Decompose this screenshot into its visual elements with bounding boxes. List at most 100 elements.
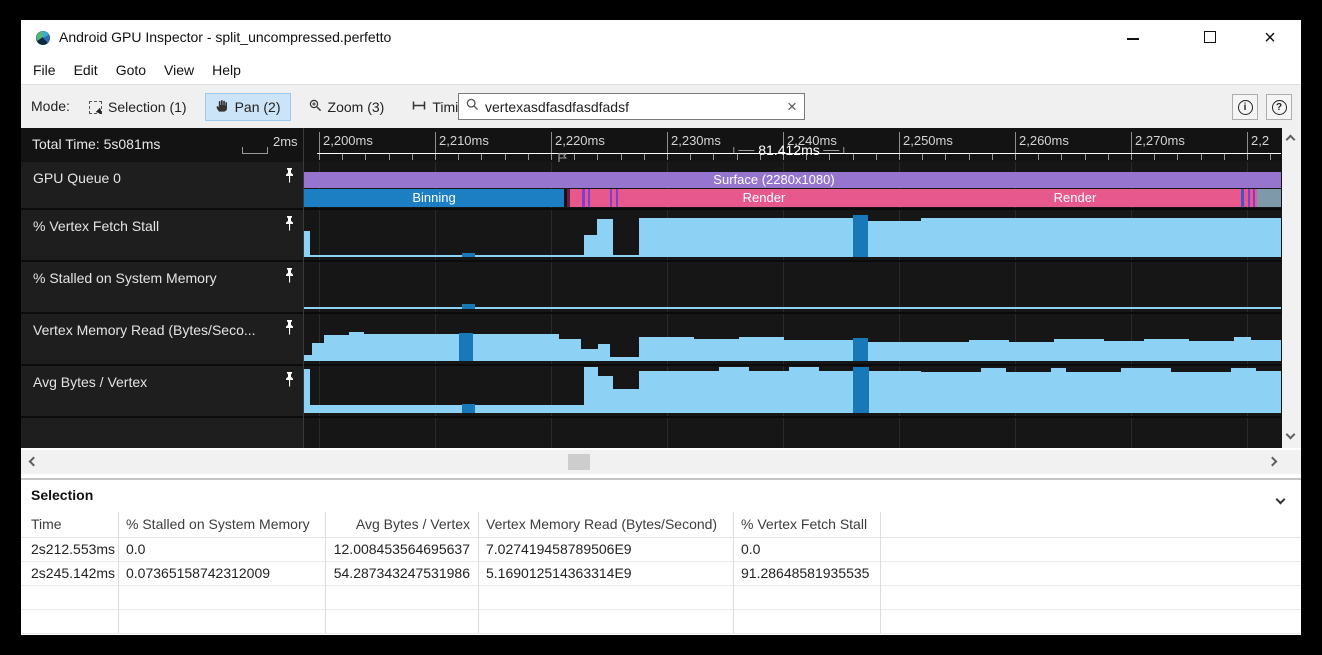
maximize-button[interactable] [1200,28,1222,48]
horizontal-scrollbar[interactable] [21,450,1301,474]
column-header-time[interactable]: Time [31,516,62,532]
close-button[interactable]: × [1264,27,1276,49]
slice-gap[interactable] [564,189,567,207]
search-input[interactable] [485,98,780,115]
column-header-vertex-memory-read-bytes-second[interactable]: Vertex Memory Read (Bytes/Second) [486,516,718,532]
table-cell[interactable]: 0.0 [741,541,761,557]
chart-segment [584,367,598,413]
info-button[interactable]: i [1232,94,1258,120]
slice-violet[interactable] [588,189,590,207]
track-row-vertex-fetch-stall: % Vertex Fetch Stall [21,210,1281,262]
chart-segment [598,344,610,361]
slice-violet[interactable] [1253,189,1255,207]
track-row-stalled-on-system-memory: % Stalled on System Memory [21,262,1281,314]
slice-render[interactable] [1255,189,1257,207]
toolbar: Mode: Selection (1) Pan (2) Zoom (3) Tim… [21,84,1301,128]
ruler-minor-tick [458,154,459,160]
table-cell[interactable]: 7.027419458789506E9 [486,541,632,557]
grid-line [551,262,552,312]
slice-violet[interactable] [582,189,585,207]
track-plot[interactable] [304,210,1281,260]
column-header-avg-bytes-vertex[interactable]: Avg Bytes / Vertex [355,516,470,532]
menu-item-edit[interactable]: Edit [73,62,98,78]
slice-binning[interactable] [304,189,564,207]
scroll-right-icon[interactable] [1267,456,1278,467]
row-separator [21,561,1301,562]
selection-mode-button[interactable]: Selection (1) [79,93,197,121]
column-header-stalled-on-system-memory[interactable]: % Stalled on System Memory [126,516,310,532]
table-cell[interactable]: 0.0 [126,541,146,557]
ruler-minor-tick [574,154,575,160]
grid-line [1131,418,1132,448]
slice-render[interactable] [1250,189,1253,207]
collapse-panel-button[interactable] [1275,490,1286,508]
track-plot[interactable] [304,314,1281,364]
table-cell[interactable]: 0.07365158742312009 [126,565,271,581]
track-column-divider [303,128,304,448]
timing-icon [412,99,426,115]
pan-mode-button[interactable]: Pan (2) [204,93,291,121]
slice-render[interactable] [1244,189,1248,207]
scroll-down-icon[interactable] [1285,429,1296,440]
table-cell[interactable]: 91.28648581935535 [741,565,870,581]
minimize-icon [1127,38,1139,40]
scrollbar-thumb[interactable] [568,454,590,470]
slice-maroon[interactable] [567,189,570,207]
chart-segment [854,342,969,361]
slice-tail[interactable] [1257,189,1281,207]
ruler-major-tick [1247,132,1248,153]
vertical-scrollbar[interactable] [1282,128,1301,448]
zoom-mode-button[interactable]: Zoom (3) [299,93,395,121]
mode-buttons: Selection (1) Pan (2) Zoom (3) Timing (4… [79,93,505,121]
track-label-column: Avg Bytes / Vertex [21,366,304,416]
slice-render[interactable] [909,189,1241,207]
app-window: Android GPU Inspector - split_uncompress… [21,20,1301,635]
ruler-minor-tick [829,154,830,160]
menu-item-goto[interactable]: Goto [115,62,147,78]
menu-item-file[interactable]: File [33,62,56,78]
menu-item-help[interactable]: Help [212,62,241,78]
slice-violet[interactable] [610,189,612,207]
chart-segment [1234,337,1251,361]
header-separator [21,537,1301,538]
table-cell[interactable]: 5.169012514363314E9 [486,565,632,581]
pin-icon[interactable] [283,168,296,184]
table-cell[interactable]: 54.287343247531986 [333,565,470,581]
column-divider [325,512,326,633]
flag-marker-icon[interactable] [557,152,569,162]
track-label: Avg Bytes / Vertex [33,374,148,390]
pin-icon[interactable] [283,320,296,336]
menu-item-view[interactable]: View [164,62,195,78]
track-label-column: Vertex Memory Read (Bytes/Seco... [21,314,304,364]
track-plot[interactable] [304,366,1281,416]
slice-render[interactable] [619,189,909,207]
total-time-label: Total Time: 5s081ms [32,136,161,152]
pin-icon[interactable] [283,216,296,232]
chart-segment [1051,368,1066,413]
table-cell[interactable]: 2s245.142ms [31,565,116,581]
track-plot[interactable] [304,262,1281,312]
slice-label: Render [1053,190,1097,205]
table-cell[interactable]: 12.008453564695637 [333,541,470,557]
measure-line [823,149,840,151]
scroll-left-icon[interactable] [28,456,39,467]
column-header-vertex-fetch-stall[interactable]: % Vertex Fetch Stall [741,516,868,532]
track-plot[interactable] [304,418,1281,448]
grid-line [667,262,668,312]
scroll-up-icon[interactable] [1285,134,1296,145]
minimize-button[interactable] [1123,28,1145,48]
slice-blueline[interactable] [1241,189,1244,207]
table-cell[interactable]: 2s212.553ms [31,541,116,557]
pin-icon[interactable] [283,372,296,388]
ruler-tick-label: 2,250ms [903,133,953,148]
slice-violet[interactable] [616,189,618,207]
clear-search-icon[interactable]: × [787,96,797,116]
track-row-avg-bytes-vertex: Avg Bytes / Vertex [21,366,1281,418]
ruler-minor-tick [737,154,738,160]
slice-violet[interactable] [1248,189,1250,207]
help-button[interactable]: ? [1266,94,1292,120]
pin-icon[interactable] [283,268,296,284]
slice-surface[interactable] [304,172,1281,188]
